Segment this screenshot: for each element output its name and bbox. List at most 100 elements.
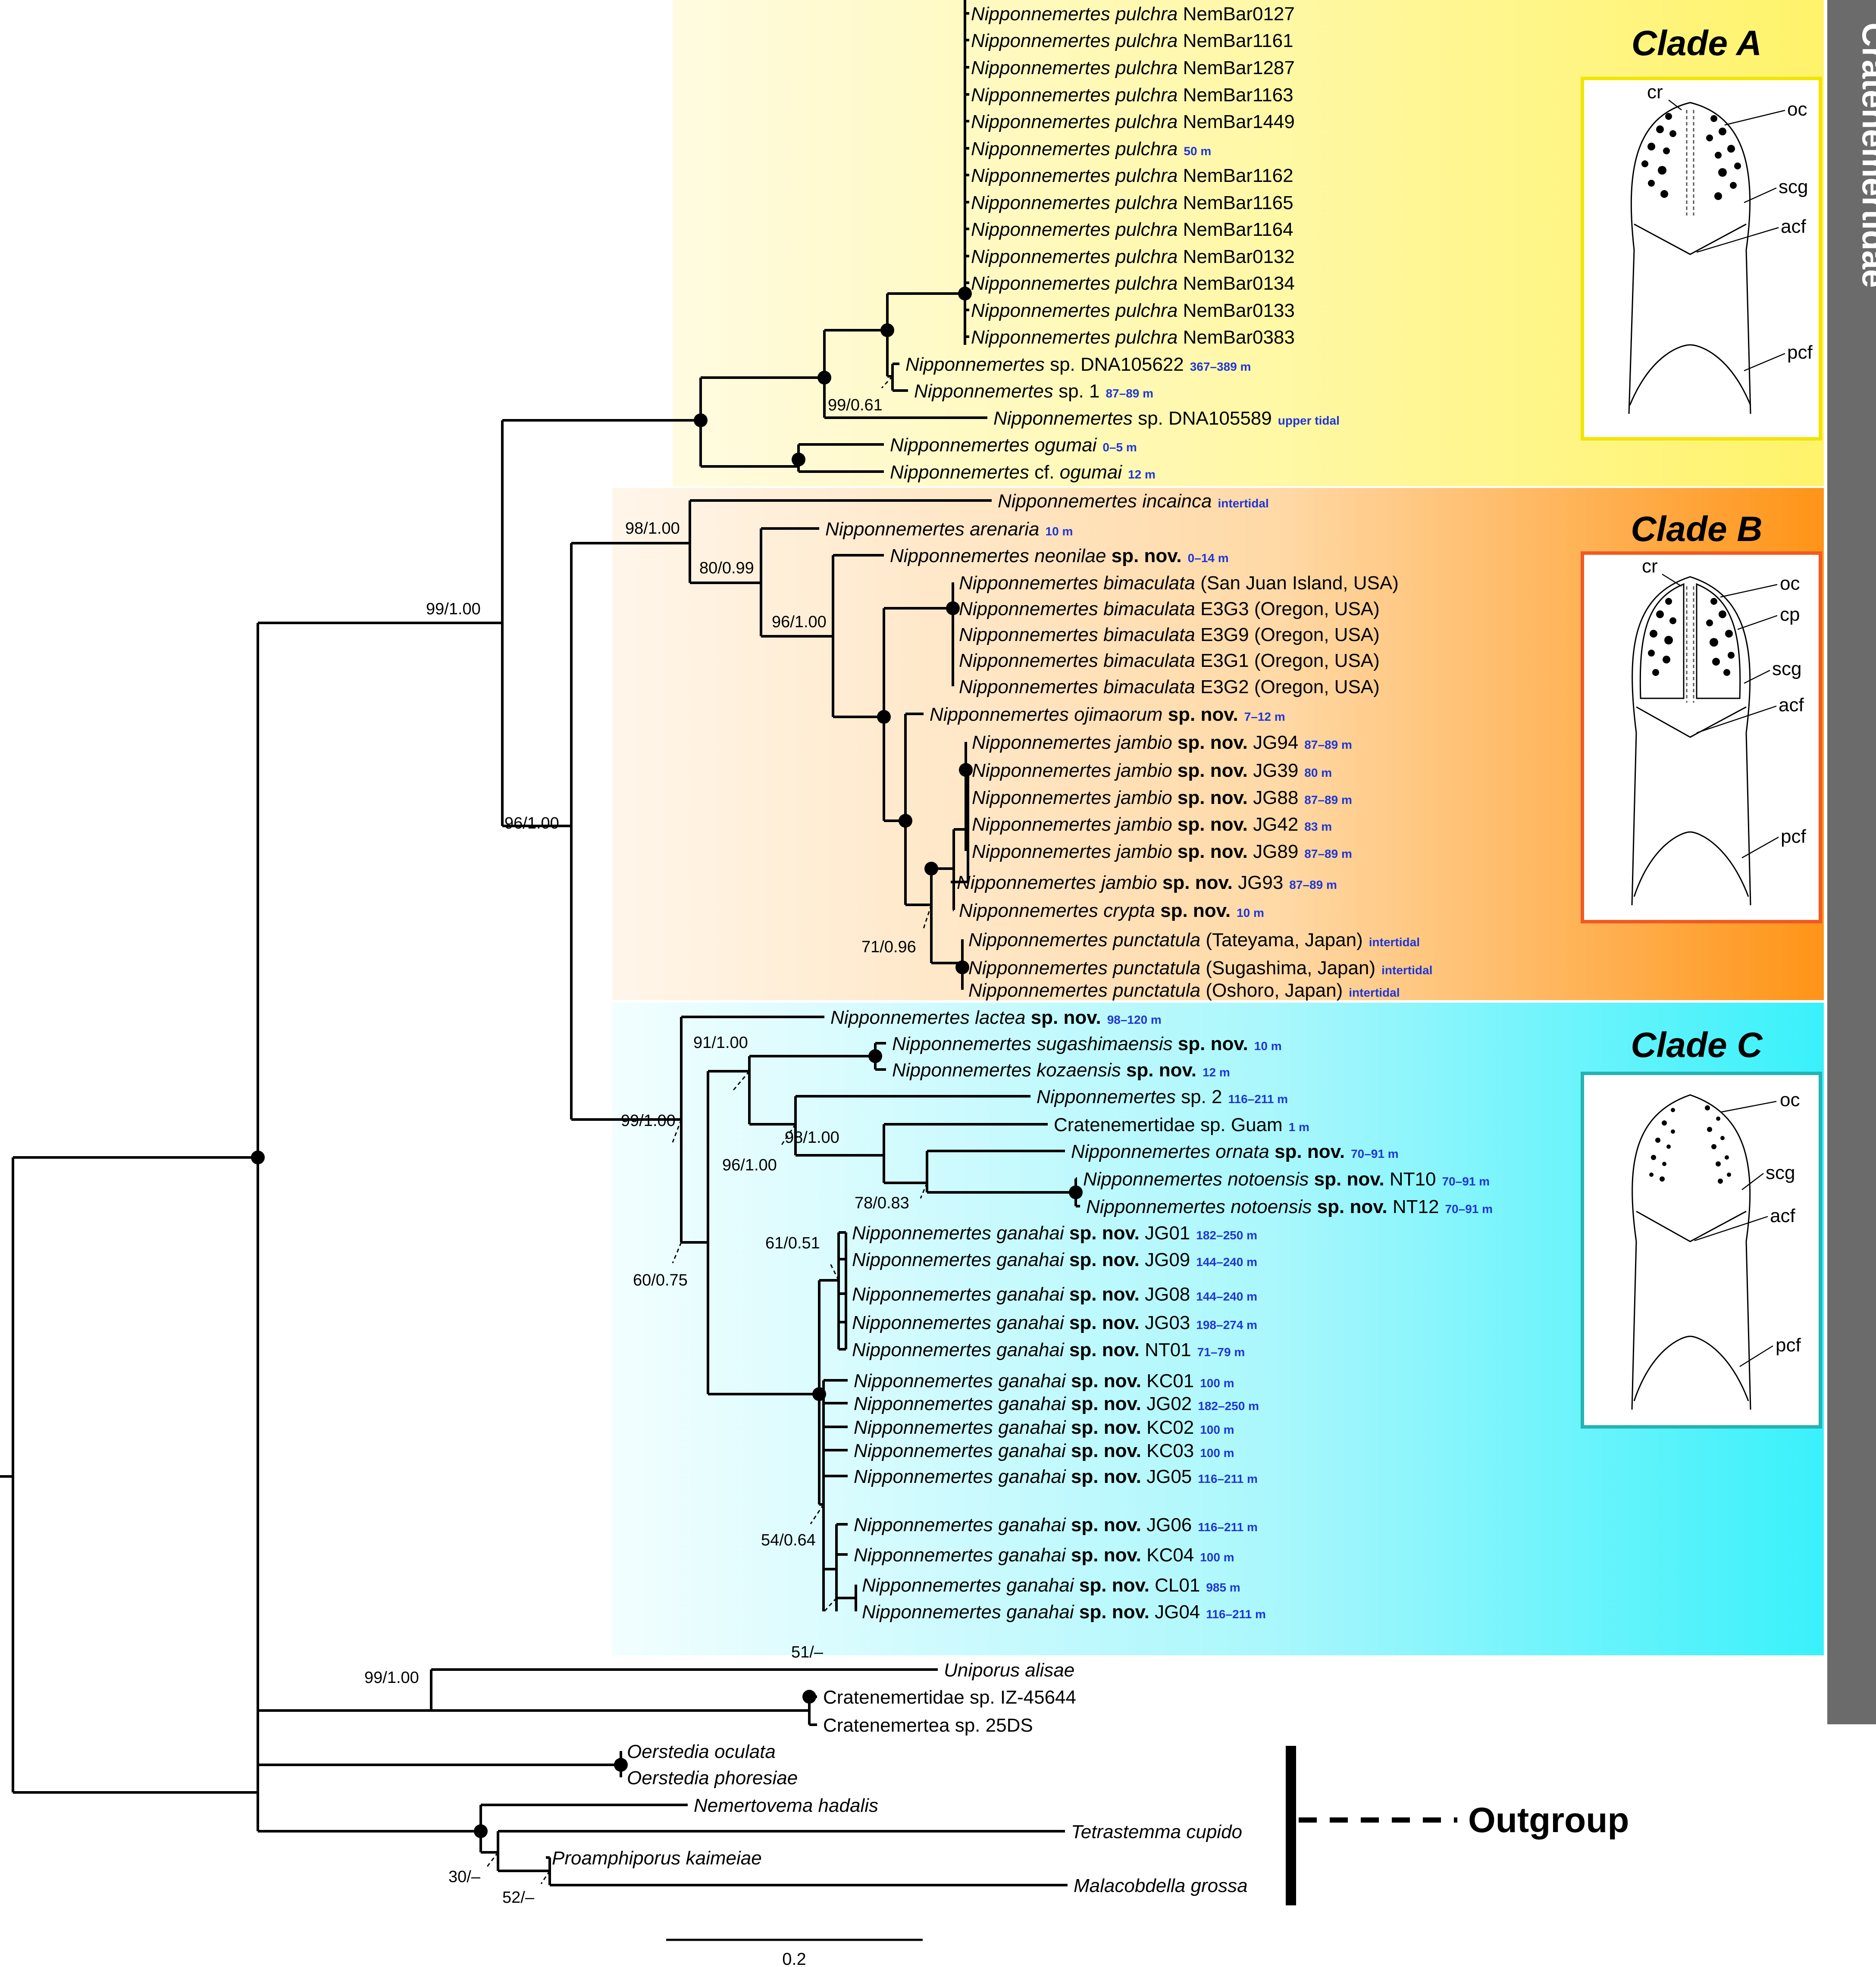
taxon-status: sp. nov. xyxy=(1066,1466,1141,1487)
node-dot xyxy=(877,710,891,724)
taxon-status: sp. nov. xyxy=(1074,1575,1149,1596)
node-dot xyxy=(899,814,912,828)
taxon-name: Nipponnemertes bimaculata xyxy=(959,598,1195,619)
taxon-label: Malacobdella grossa xyxy=(1074,1875,1248,1896)
taxon-name: Nipponnemertes ganahai xyxy=(854,1370,1066,1392)
taxon-suffix: NT01 xyxy=(1140,1339,1191,1360)
taxon-label: Nipponnemertes crypta sp. nov.10 m xyxy=(959,900,1264,921)
taxon-name: Nipponnemertes kozaensis xyxy=(892,1060,1121,1081)
depth-label: 985 m xyxy=(1206,1581,1240,1594)
depth-label: intertidal xyxy=(1218,497,1269,510)
taxon-status: sp. nov. xyxy=(1064,1223,1140,1244)
taxon-suffix: sp. DNA105589 xyxy=(1133,408,1272,429)
clade-a-title: Clade A xyxy=(1632,24,1762,63)
depth-label: 0–5 m xyxy=(1102,441,1137,454)
depth-label: 71–79 m xyxy=(1197,1345,1245,1359)
taxon-label: Oerstedia oculata xyxy=(627,1741,776,1762)
taxon-status: sp. nov. xyxy=(1064,1339,1140,1360)
taxon-suffix: sp. 1 xyxy=(1053,381,1100,402)
taxon-label: Nipponnemertes bimaculata E3G9 (Oregon, … xyxy=(959,624,1380,645)
taxon-name: Oerstedia phoresiae xyxy=(627,1767,798,1789)
taxon-label: Nipponnemertes neonilae sp. nov.0–14 m xyxy=(890,545,1229,566)
head-a-label-pcf: pcf xyxy=(1787,342,1813,363)
taxon-label: Nemertovema hadalis xyxy=(694,1795,878,1816)
support-value: 99/0.61 xyxy=(828,396,883,414)
taxon-suffix: NemBar1161 xyxy=(1178,30,1293,51)
taxon-name: Nipponnemertes ganahai xyxy=(854,1514,1066,1535)
node-dot xyxy=(792,453,805,466)
taxon-name-part: ogumai xyxy=(1060,462,1123,483)
taxon-name: Nipponnemertes pulchra xyxy=(971,3,1178,25)
taxon-label: Nipponnemertes pulchra NemBar0127 xyxy=(971,3,1295,25)
depth-label: 100 m xyxy=(1200,1551,1234,1564)
taxon-suffix: JG42 xyxy=(1248,814,1298,835)
taxon-name: Nipponnemertes ganahai xyxy=(854,1417,1066,1438)
support-leader xyxy=(486,1852,499,1867)
taxon-suffix: NT12 xyxy=(1387,1196,1439,1217)
taxon-label: Nipponnemertes ojimaorum sp. nov.7–12 m xyxy=(930,704,1285,725)
taxon-label: Nipponnemertes pulchra NemBar1161 xyxy=(971,30,1293,51)
support-value: 96/1.00 xyxy=(504,814,559,832)
taxon-name: Nipponnemertes pulchra xyxy=(971,300,1178,321)
taxon-name: Nipponnemertes jambio xyxy=(972,760,1172,781)
taxon-name: Nipponnemertes sugashimaensis xyxy=(892,1033,1173,1054)
depth-label: 87–89 m xyxy=(1304,738,1352,751)
support-value: 98/1.00 xyxy=(625,519,680,538)
taxon-suffix: NemBar1165 xyxy=(1178,192,1293,213)
taxon-suffix: JG09 xyxy=(1140,1249,1190,1270)
support-value: 78/0.83 xyxy=(855,1194,909,1212)
support-leader-lines xyxy=(486,375,932,1884)
head-b-label-acf: acf xyxy=(1779,694,1804,716)
taxon-labels: Nipponnemertes pulchra NemBar0127Nipponn… xyxy=(552,3,1493,1896)
taxon-label: Nipponnemertes pulchra NemBar1162 xyxy=(971,165,1293,186)
support-value: 98/1.00 xyxy=(785,1129,839,1147)
taxon-label: Nipponnemertes kozaensis sp. nov.12 m xyxy=(892,1060,1230,1081)
taxon-suffix: E3G3 (Oregon, USA) xyxy=(1195,598,1380,619)
support-value-labels: 99/0.6198/1.0080/0.9996/1.0099/1.0096/1.… xyxy=(364,396,916,1907)
taxon-status: sp. nov. xyxy=(1172,841,1248,862)
taxon-name: Nipponnemertes bimaculata xyxy=(959,624,1195,645)
head-a-label-acf: acf xyxy=(1781,216,1806,237)
taxon-suffix: JG03 xyxy=(1140,1312,1190,1333)
taxon-name: Nipponnemertes pulchra xyxy=(971,246,1178,267)
node-dot xyxy=(802,1690,816,1704)
taxon-name: Nipponnemertes pulchra xyxy=(971,57,1178,78)
taxon-status: sp. nov. xyxy=(1121,1060,1196,1081)
head-c-label-scg: scg xyxy=(1766,1162,1795,1183)
taxon-suffix: JG93 xyxy=(1233,872,1283,893)
support-value: 99/1.00 xyxy=(364,1669,419,1687)
depth-label: 87–89 m xyxy=(1304,793,1352,807)
support-value: 96/1.00 xyxy=(722,1156,777,1174)
taxon-name: Nipponnemertes pulchra xyxy=(971,273,1178,294)
depth-label: intertidal xyxy=(1349,986,1400,999)
taxon-suffix: (Oshoro, Japan) xyxy=(1200,980,1343,1001)
taxon-suffix: NemBar0133 xyxy=(1178,300,1294,321)
depth-label: 10 m xyxy=(1237,906,1264,919)
taxon-name: Nipponnemertes pulchra xyxy=(971,138,1178,159)
depth-label: 116–211 m xyxy=(1198,1520,1258,1534)
taxon-suffix: NemBar0127 xyxy=(1178,3,1294,25)
taxon-suffix: sp. 2 xyxy=(1176,1086,1222,1107)
node-dot xyxy=(812,1387,826,1401)
depth-label: 80 m xyxy=(1304,766,1332,779)
head-b-label-scg: scg xyxy=(1772,658,1801,679)
taxon-suffix: JG06 xyxy=(1141,1514,1192,1535)
taxon-status: sp. nov. xyxy=(1066,1393,1141,1414)
node-dot xyxy=(694,413,708,427)
taxon-name: Nipponnemertes ganahai xyxy=(854,1440,1066,1461)
taxon-label: Nipponnemertes punctatula (Sugashima, Ja… xyxy=(968,957,1432,979)
support-leader xyxy=(922,904,932,932)
taxon-status: sp. nov. xyxy=(1066,1417,1141,1438)
taxon-label: Nipponnemertes bimaculata E3G1 (Oregon, … xyxy=(959,650,1380,671)
taxon-suffix: JG94 xyxy=(1248,732,1298,753)
family-side-bar xyxy=(1827,0,1876,1724)
head-drawing-b: cr oc cp scg acf pcf xyxy=(1581,551,1822,923)
taxon-name: Nipponnemertes pulchra xyxy=(971,192,1178,213)
taxon-suffix: JG08 xyxy=(1140,1284,1190,1305)
depth-label: 87–89 m xyxy=(1289,878,1337,891)
